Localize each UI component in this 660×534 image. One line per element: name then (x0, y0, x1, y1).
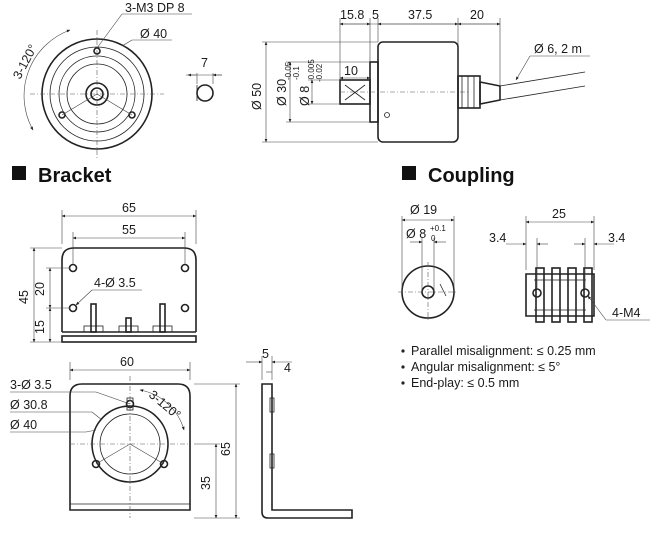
shaft-flat-label: 7 (201, 56, 208, 70)
side-dim-1: 15.8 (340, 8, 364, 22)
body-dia-label: Ø 50 (250, 83, 264, 110)
shaft-len-label: 10 (344, 64, 358, 78)
bracket-side-height-lower: 15 (33, 320, 47, 334)
bracket-side-view: 65 55 45 20 15 4-Ø 3.5 (17, 201, 197, 343)
flange-tol-lower: -0.1 (292, 66, 301, 80)
coupling-outer-dia: Ø 19 (410, 203, 437, 217)
bracket-front-bolt-dia: Ø 40 (10, 418, 37, 432)
spec-parallel-misalignment: Parallel misalignment: ≤ 0.25 mm (411, 344, 596, 358)
encoder-side-dims: 15.8 5 37.5 20 Ø 6, 2 m Ø 50 Ø 30 -0.05 … (250, 8, 590, 143)
coupling-heading: Coupling (428, 165, 515, 187)
bracket-heading: Bracket (38, 165, 112, 187)
shaft-tol-upper: -0.005 (307, 59, 316, 82)
bracket-profile-dim-1: 5 (262, 347, 269, 361)
bracket-side-holes-label: 4-Ø 3.5 (94, 276, 136, 290)
bolt-circle-label: Ø 40 (140, 27, 167, 41)
side-dim-3: 37.5 (408, 8, 432, 22)
spec-angular-misalignment: Angular misalignment: ≤ 5° (411, 360, 560, 374)
bracket-side-height-upper: 20 (33, 282, 47, 296)
side-dim-4: 20 (470, 8, 484, 22)
coupling-screws-label: 4-M4 (612, 306, 641, 320)
bracket-front-inner-dia: Ø 30.8 (10, 398, 48, 412)
coupling-bore-tol-upper: +0.1 (430, 224, 446, 233)
coupling-specs: Parallel misalignment: ≤ 0.25 mm Angular… (401, 344, 596, 390)
flange-dia-label: Ø 30 (275, 79, 289, 106)
coupling-bore-tol-lower: 0 (431, 234, 436, 243)
bracket-profile-dim-2: 4 (284, 361, 291, 375)
side-dim-2: 5 (372, 8, 379, 22)
mount-hole (128, 111, 136, 119)
cable-label: Ø 6, 2 m (534, 42, 582, 56)
bracket-profile-view: 5 4 (246, 347, 353, 519)
coupling-side-view: 25 3.4 3.4 4-M4 (489, 207, 650, 323)
coupling-bore-dia: Ø 8 (406, 227, 426, 241)
bracket-front-view: 60 3-Ø 3.5 Ø 30.8 Ø 40 3-120° 65 35 (10, 355, 240, 519)
shaft-flat-view: 7 (186, 56, 222, 102)
bracket-heading-marker (12, 166, 26, 180)
coupling-end-view: Ø 19 Ø 8 +0.1 0 (398, 203, 458, 322)
coupling-heading-marker (402, 166, 416, 180)
bracket-side-width-inner: 55 (122, 223, 136, 237)
spec-end-play: End-play: ≤ 0.5 mm (411, 376, 519, 390)
coupling-screw-offset-right: 3.4 (608, 231, 625, 245)
flange-tol-upper: -0.05 (284, 61, 293, 80)
mount-holes-label: 3-M3 DP 8 (125, 1, 185, 15)
bracket-front-height-center: 35 (199, 476, 213, 490)
bracket-front-width: 60 (120, 355, 134, 369)
front-angle-label: 3-120° (10, 42, 40, 81)
bracket-side-width-outer: 65 (122, 201, 136, 215)
coupling-screw-offset-left: 3.4 (489, 231, 506, 245)
bracket-front-angle: 3-120° (146, 388, 183, 422)
coupling-length: 25 (552, 207, 566, 221)
shaft-dia-label: Ø 8 (298, 86, 312, 106)
bracket-front-holes-label: 3-Ø 3.5 (10, 378, 52, 392)
encoder-side-view (339, 41, 586, 143)
shaft-tol-lower: -0.02 (315, 63, 324, 82)
encoder-front-view: 3-120° 3-M3 DP 8 Ø 40 (10, 1, 192, 158)
bracket-side-height-total: 45 (17, 290, 31, 304)
bracket-front-height-total: 65 (219, 442, 233, 456)
